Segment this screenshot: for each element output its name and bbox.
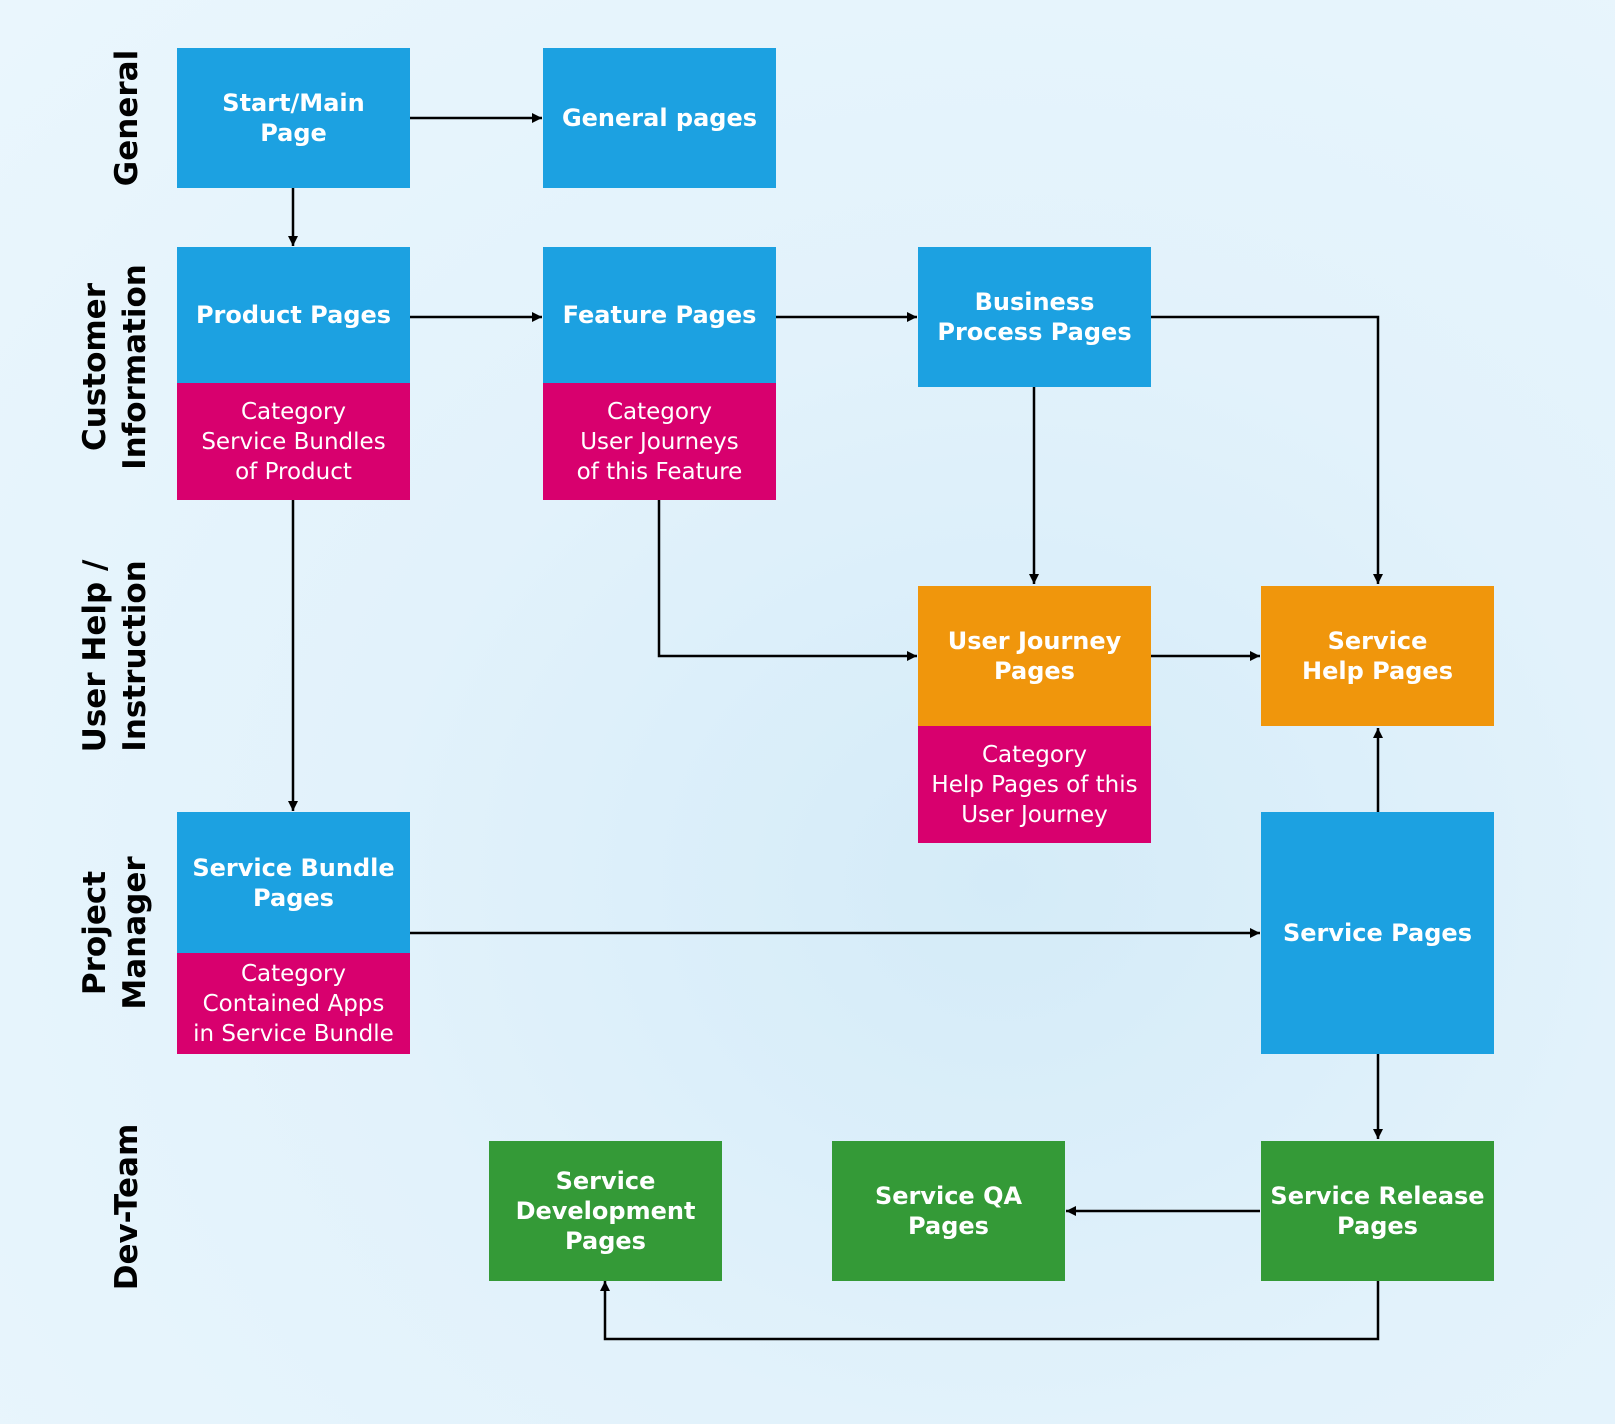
lane-project-manager: Project Manager (77, 856, 153, 1010)
service-help-pages-node[interactable]: Service Help Pages (1261, 586, 1494, 726)
product-category-node[interactable]: Category Service Bundles of Product (177, 383, 410, 500)
arrow-release-to-development (600, 1281, 1380, 1341)
service-bundle-category-node[interactable]: Category Contained Apps in Service Bundl… (177, 953, 410, 1054)
service-release-pages-node[interactable]: Service Release Pages (1261, 1141, 1494, 1281)
user-journey-pages-node[interactable]: User Journey Pages (918, 586, 1151, 726)
lane-customer-information: Customer Information (77, 264, 153, 470)
service-pages-node[interactable]: Service Pages (1261, 812, 1494, 1054)
lane-user-help-instruction: User Help / Instruction (77, 559, 153, 753)
arrow-feature-to-user-journey (657, 500, 917, 661)
lane-general: General (109, 49, 145, 187)
service-qa-pages-node[interactable]: Service QA Pages (832, 1141, 1065, 1281)
service-bundle-pages-node[interactable]: Service Bundle Pages (177, 812, 410, 953)
arrow-business-to-service-help (1151, 315, 1383, 584)
lane-dev-team: Dev-Team (109, 1123, 145, 1291)
start-main-page-node[interactable]: Start/Main Page (177, 48, 410, 188)
feature-pages-node[interactable]: Feature Pages (543, 247, 776, 383)
business-process-pages-node[interactable]: Business Process Pages (918, 247, 1151, 387)
user-journey-category-node[interactable]: Category Help Pages of this User Journey (918, 726, 1151, 843)
general-pages-node[interactable]: General pages (543, 48, 776, 188)
feature-category-node[interactable]: Category User Journeys of this Feature (543, 383, 776, 500)
product-pages-node[interactable]: Product Pages (177, 247, 410, 383)
service-development-pages-node[interactable]: Service Development Pages (489, 1141, 722, 1281)
